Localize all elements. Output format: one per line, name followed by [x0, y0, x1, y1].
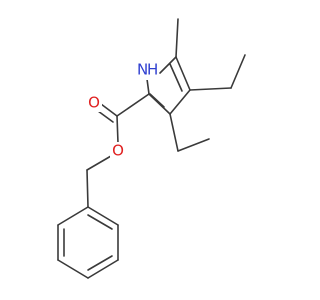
bond-n1-c5 — [159, 56, 177, 74]
carbonyl-oxygen-bg — [86, 94, 102, 112]
bond-ph-4-5 — [57, 259, 89, 279]
bond-ph-inner-a — [87, 214, 113, 230]
bond-carbonyl-c-o-ester — [116, 115, 119, 144]
bond-c5-methyl — [175, 18, 179, 58]
bond-ph-3-4 — [87, 259, 119, 279]
nitrogen-hydrogen-label: H — [147, 61, 158, 79]
bond-c4-ethyl-ch2 — [189, 87, 232, 91]
bond-c5-c4-double — [169, 63, 183, 92]
nitrogen-label: N — [137, 61, 148, 79]
bond-c3-ethyl-ch2 — [169, 113, 179, 152]
bond-carbonyl-double-a — [100, 103, 118, 117]
bond-c5-c4 — [175, 56, 191, 91]
nh-label-bg — [128, 60, 158, 80]
bond-ph-inner-b — [87, 255, 113, 271]
bond-ch2-phenyl — [86, 169, 89, 208]
bond-ethyl-ch2-ch3-upper — [230, 54, 246, 89]
bond-o-ester-ch2 — [86, 155, 112, 171]
structure-diagram: N H O O — [57, 18, 246, 279]
ester-oxygen-label: O — [112, 142, 124, 160]
bond-c4-c3 — [169, 89, 191, 115]
bond-c3-c2-double — [149, 93, 165, 108]
bond-ph-6-1 — [57, 206, 89, 226]
bond-ph-1-2 — [87, 206, 119, 226]
bond-n1-c2 — [146, 78, 150, 95]
ester-oxygen-bg — [110, 142, 126, 160]
bond-carbonyl-double-b — [97, 110, 114, 123]
carbonyl-oxygen-label: O — [88, 94, 100, 112]
bond-c2-carbonyl-c — [116, 93, 150, 117]
bond-ethyl-ch2-ch3-lower — [177, 138, 210, 152]
